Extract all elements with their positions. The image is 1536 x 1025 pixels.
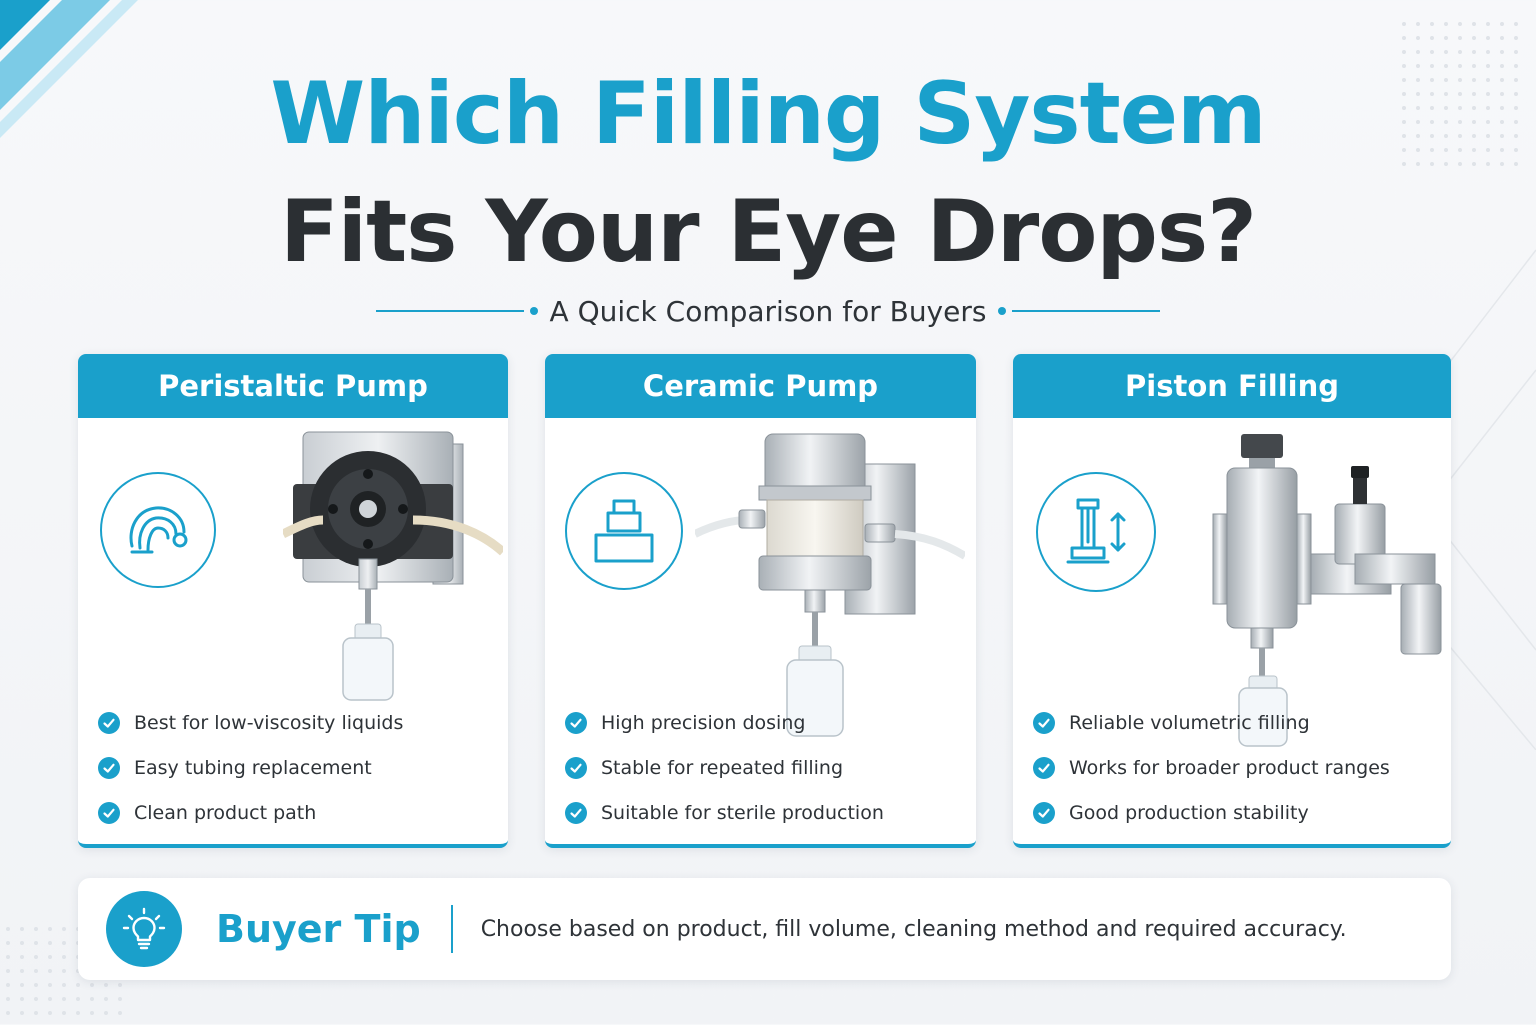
list-item: Best for low-viscosity liquids xyxy=(98,700,403,745)
card-title: Piston Filling xyxy=(1013,354,1451,418)
piston-icon xyxy=(1036,472,1156,592)
card-title: Ceramic Pump xyxy=(545,354,976,418)
title-line-1: Which Filling System xyxy=(270,64,1266,164)
feature-text: Reliable volumetric filling xyxy=(1069,711,1310,734)
list-item: Stable for repeated filling xyxy=(565,745,884,790)
feature-list: Reliable volumetric filling Works for br… xyxy=(1033,700,1390,835)
feature-text: Suitable for sterile production xyxy=(601,801,884,824)
subtitle: A Quick Comparison for Buyers xyxy=(549,294,987,328)
peristaltic-tubing-icon xyxy=(100,472,216,588)
list-item: Works for broader product ranges xyxy=(1033,745,1390,790)
list-item: High precision dosing xyxy=(565,700,884,745)
check-icon xyxy=(565,801,587,824)
subtitle-rule-right xyxy=(998,307,1161,315)
check-icon xyxy=(565,756,587,779)
check-icon xyxy=(98,801,120,824)
subtitle-row: A Quick Comparison for Buyers xyxy=(0,288,1536,334)
card-peristaltic-pump: Peristaltic Pump Best f xyxy=(78,354,508,848)
title-line-2: Fits Your Eye Drops? xyxy=(279,182,1257,282)
check-icon xyxy=(565,711,587,734)
feature-text: Works for broader product ranges xyxy=(1069,756,1390,779)
list-item: Clean product path xyxy=(98,790,403,835)
feature-text: Best for low-viscosity liquids xyxy=(134,711,404,734)
feature-text: Easy tubing replacement xyxy=(134,756,372,779)
list-item: Suitable for sterile production xyxy=(565,790,884,835)
buyer-tip-panel: Buyer Tip Choose based on product, fill … xyxy=(78,878,1451,980)
dot-grid-top-right xyxy=(1400,20,1520,170)
feature-text: Clean product path xyxy=(134,801,317,824)
check-icon xyxy=(1033,801,1055,824)
divider xyxy=(450,905,453,953)
peristaltic-pump-image xyxy=(283,431,503,701)
check-icon xyxy=(98,711,120,734)
list-item: Easy tubing replacement xyxy=(98,745,403,790)
ceramic-pump-image xyxy=(695,433,965,737)
feature-text: Stable for repeated filling xyxy=(601,756,844,779)
corner-stripes xyxy=(0,0,138,138)
card-title: Peristaltic Pump xyxy=(78,354,508,418)
ceramic-pump-icon xyxy=(565,472,683,590)
list-item: Reliable volumetric filling xyxy=(1033,700,1390,745)
lightbulb-icon xyxy=(106,891,182,967)
subtitle-rule-left xyxy=(375,307,538,315)
feature-text: High precision dosing xyxy=(601,711,806,734)
piston-filling-image xyxy=(1212,434,1442,747)
buyer-tip-title: Buyer Tip xyxy=(216,907,421,951)
card-piston-filling: Piston Filling xyxy=(1013,354,1451,848)
check-icon xyxy=(98,756,120,779)
check-icon xyxy=(1033,711,1055,734)
feature-list: Best for low-viscosity liquids Easy tubi… xyxy=(98,700,403,835)
feature-list: High precision dosing Stable for repeate… xyxy=(565,700,884,835)
buyer-tip-text: Choose based on product, fill volume, cl… xyxy=(480,916,1347,942)
check-icon xyxy=(1033,756,1055,779)
card-ceramic-pump: Ceramic Pump High precision dosing xyxy=(545,354,976,848)
list-item: Good production stability xyxy=(1033,790,1390,835)
feature-text: Good production stability xyxy=(1069,801,1309,824)
